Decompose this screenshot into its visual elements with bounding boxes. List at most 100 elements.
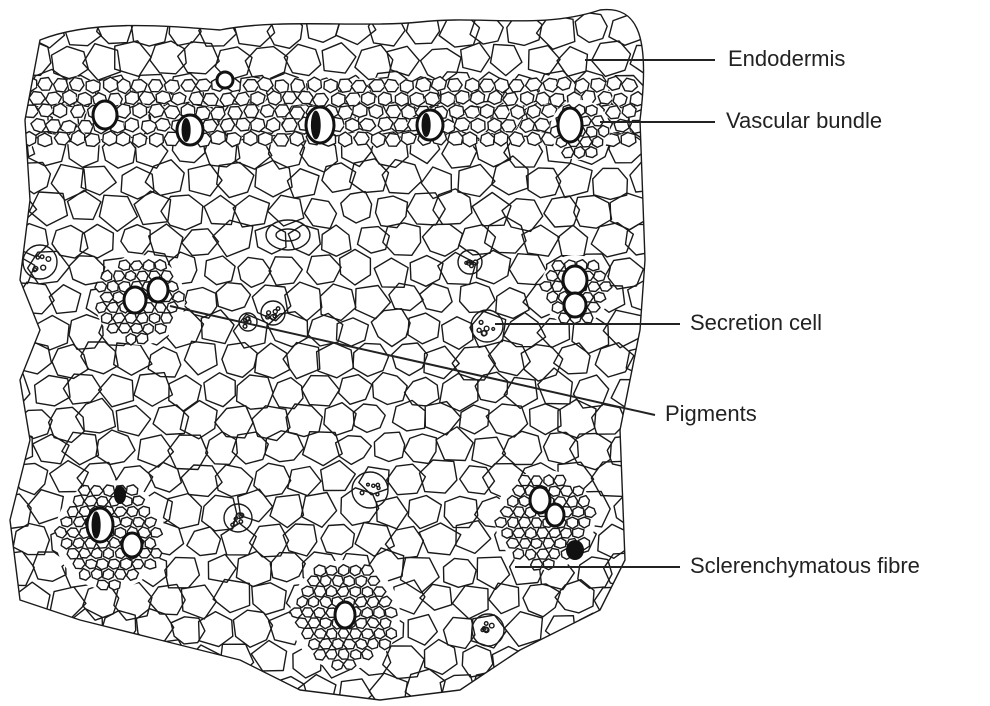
cell <box>630 161 658 192</box>
cell <box>0 310 35 346</box>
cell <box>178 42 220 74</box>
cell <box>627 403 663 438</box>
cell <box>409 91 426 106</box>
cell <box>558 225 588 256</box>
cell <box>383 79 400 93</box>
cell <box>523 645 556 680</box>
cell <box>461 43 490 72</box>
cell <box>376 497 407 529</box>
cell <box>134 191 171 225</box>
cell <box>21 132 38 147</box>
cell <box>436 427 473 461</box>
cell <box>150 41 186 74</box>
cell <box>272 677 308 706</box>
cell <box>169 14 201 46</box>
cell <box>322 43 356 73</box>
pigment-granule <box>372 484 375 487</box>
cell <box>288 467 321 496</box>
cell <box>216 283 250 311</box>
cell <box>522 225 559 256</box>
cell <box>0 611 35 643</box>
cell <box>383 646 425 679</box>
cell <box>628 464 666 495</box>
cell <box>51 165 86 201</box>
cell <box>307 12 340 42</box>
pigment-granule <box>492 328 495 331</box>
cell <box>341 192 372 223</box>
cell <box>0 374 30 410</box>
cell <box>114 343 152 375</box>
cell <box>442 317 473 350</box>
cell <box>222 343 258 378</box>
cell <box>303 432 343 466</box>
cell <box>198 674 233 706</box>
cell <box>116 406 150 436</box>
pigment-granule <box>479 320 483 324</box>
label-pigments: Pigments <box>665 401 757 426</box>
cell <box>37 132 53 148</box>
vessel <box>335 602 355 628</box>
cell <box>0 676 28 705</box>
sclerenchyma-fibre <box>114 486 126 504</box>
pigment-granule <box>489 623 494 628</box>
cell <box>165 557 200 587</box>
cell <box>509 254 546 285</box>
cell <box>238 257 271 287</box>
cell <box>269 257 302 285</box>
cell <box>353 404 385 432</box>
cell <box>100 675 137 705</box>
vessel <box>558 108 582 142</box>
cell <box>593 168 628 199</box>
vessel-dark <box>92 511 101 538</box>
cell <box>556 163 592 198</box>
cell <box>374 258 408 287</box>
cell <box>121 225 150 254</box>
cell <box>29 90 46 105</box>
cell <box>628 281 660 312</box>
cell <box>80 224 113 258</box>
cell <box>84 646 116 676</box>
cell <box>301 493 336 528</box>
cell <box>444 496 477 527</box>
cell <box>68 190 101 219</box>
cell <box>625 526 658 554</box>
cell <box>604 553 644 587</box>
vessel <box>546 504 564 526</box>
cell <box>0 11 38 47</box>
cell <box>557 649 591 680</box>
cell <box>406 12 439 44</box>
cell <box>410 256 443 287</box>
vessel <box>148 278 168 302</box>
cell <box>13 524 49 555</box>
cell <box>462 645 493 677</box>
pigment-granule <box>484 622 488 626</box>
pigment-granule <box>36 256 39 259</box>
cell <box>17 162 51 193</box>
cell <box>220 644 254 677</box>
cell <box>302 376 340 406</box>
cell <box>576 673 616 706</box>
cell <box>623 642 661 675</box>
cell <box>254 463 291 496</box>
pigment-granule <box>46 257 51 262</box>
cell <box>121 167 154 199</box>
cell <box>221 523 256 555</box>
cell <box>69 315 103 350</box>
cell <box>472 193 511 226</box>
cell <box>205 256 235 285</box>
cell <box>408 313 440 344</box>
pigment-granule <box>239 520 243 524</box>
cell <box>401 557 440 592</box>
cell <box>477 250 511 283</box>
cell <box>270 495 304 528</box>
cell <box>283 343 320 379</box>
cell <box>385 133 402 148</box>
pigment-granule <box>273 310 277 314</box>
cell <box>423 224 463 256</box>
vessel <box>124 287 146 313</box>
pigment-granule <box>376 493 379 496</box>
cell <box>321 461 356 491</box>
cell <box>321 525 354 555</box>
cell <box>491 44 522 75</box>
